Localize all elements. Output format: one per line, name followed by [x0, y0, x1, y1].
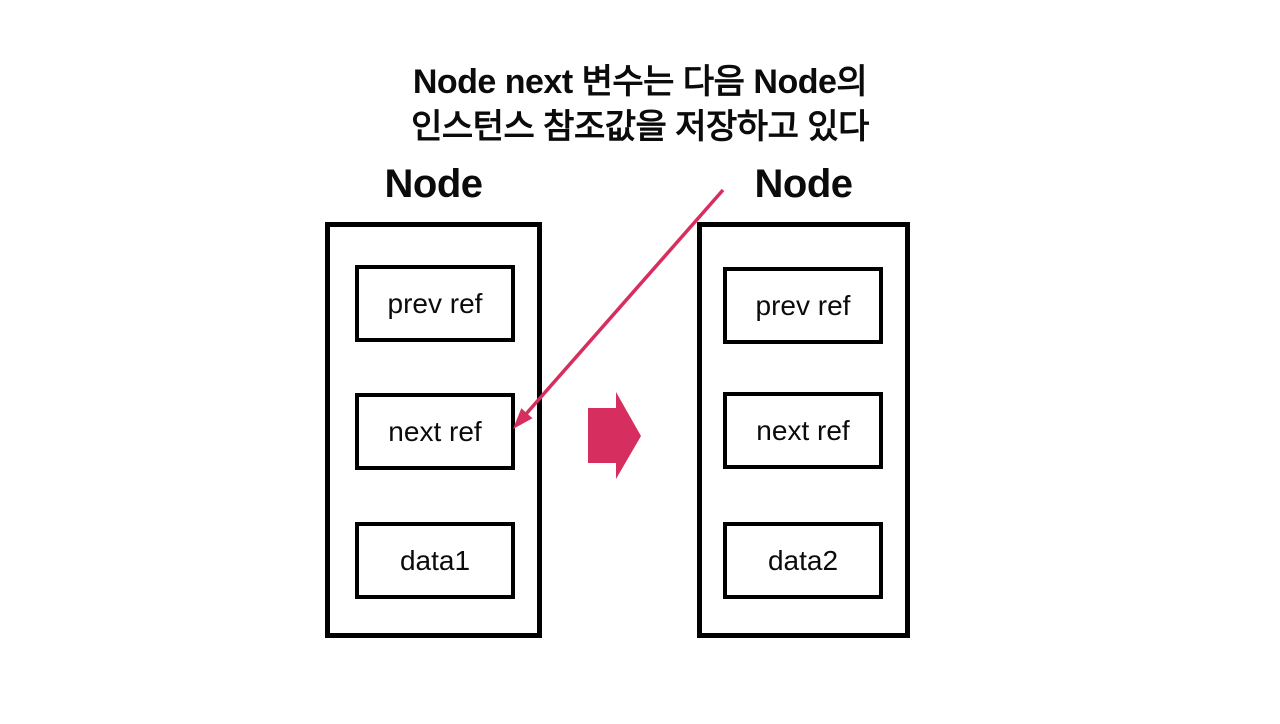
field-data1-left: data1: [355, 522, 515, 599]
caption-line-1: Node next 변수는 다음 Node의: [412, 63, 868, 101]
caption: Node next 변수는 다음 Node의 인스턴스 참조값을 저장하고 있다: [0, 60, 1280, 150]
field-data2-right: data2: [723, 522, 883, 599]
node-title-right: Node: [754, 162, 854, 206]
caption-line-2: 인스턴스 참조값을 저장하고 있다: [411, 108, 869, 146]
field-prev-ref-right: prev ref: [723, 267, 883, 344]
field-next-ref-left: next ref: [355, 393, 515, 470]
node-box-left: prev ref next ref data1: [325, 222, 542, 638]
node-box-right: prev ref next ref data2: [697, 222, 910, 638]
node-title-left: Node: [384, 162, 484, 206]
field-prev-ref-left: prev ref: [355, 265, 515, 342]
diagonal-reference-arrow-icon: [513, 188, 725, 429]
field-next-ref-right: next ref: [723, 392, 883, 469]
right-block-arrow-icon: [588, 392, 641, 479]
